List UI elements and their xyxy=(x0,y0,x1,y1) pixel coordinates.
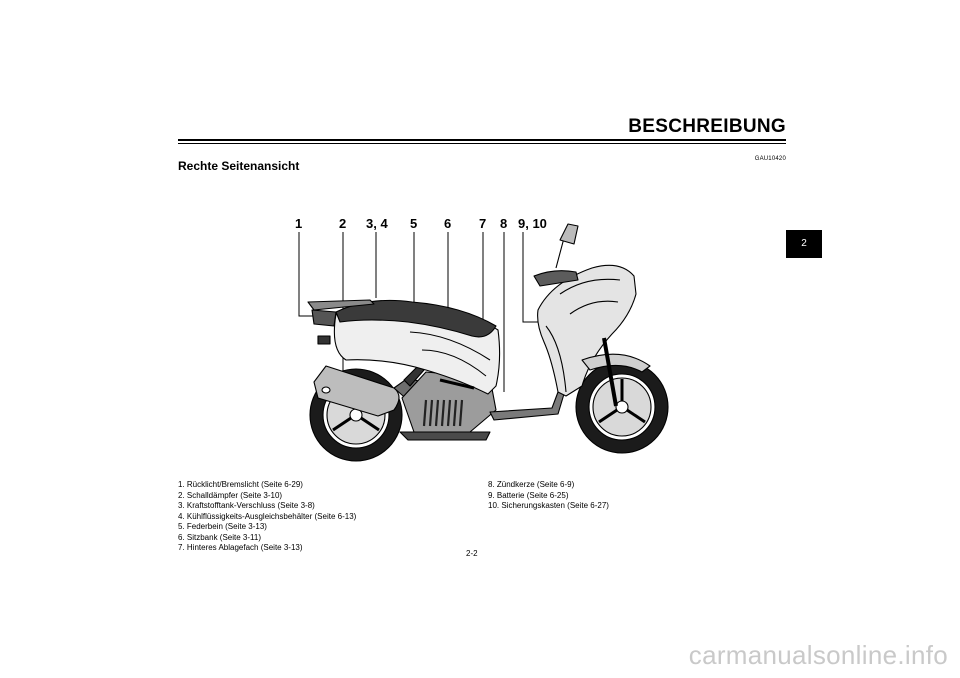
legend-left-column: 1. Rücklicht/Bremslicht (Seite 6-29) 2. … xyxy=(178,480,356,554)
callout-5: 5 xyxy=(410,216,417,231)
page-number: 2-2 xyxy=(466,549,478,558)
header-rule-thin xyxy=(178,143,786,144)
mirror-stem xyxy=(555,237,565,269)
rear-shock xyxy=(403,365,425,387)
callout-6: 6 xyxy=(444,216,451,231)
section-title: Rechte Seitenansicht xyxy=(178,159,300,173)
callout-3-4: 3, 4 xyxy=(366,216,388,231)
chapter-tab: 2 xyxy=(786,230,822,258)
document-code: GAU10420 xyxy=(754,156,786,162)
callout-8: 8 xyxy=(500,216,507,231)
mirror xyxy=(559,223,579,245)
floorboard xyxy=(489,391,565,421)
scooter-illustration xyxy=(307,223,669,462)
callout-1: 1 xyxy=(295,216,302,231)
legend-item: 7. Hinteres Ablagefach (Seite 3-13) xyxy=(178,543,303,552)
leader-lines xyxy=(298,232,538,392)
legend-item: 3. Kraftstofftank-Verschluss (Seite 3-8) xyxy=(178,501,315,510)
legend-right-column: 8. Zündkerze (Seite 6-9) 9. Batterie (Se… xyxy=(488,480,609,512)
watermark: carmanualsonline.info xyxy=(688,640,948,670)
legend-item: 5. Federbein (Seite 3-13) xyxy=(178,522,267,531)
callout-7: 7 xyxy=(479,216,486,231)
header-rule xyxy=(178,139,786,141)
seat xyxy=(335,299,497,338)
chapter-title: BESCHREIBUNG xyxy=(628,116,786,137)
legend-item: 8. Zündkerze (Seite 6-9) xyxy=(488,480,575,489)
handlebar xyxy=(533,270,579,287)
chapter-tab-label: 2 xyxy=(801,238,807,249)
legend-item: 2. Schalldämpfer (Seite 3-10) xyxy=(178,490,283,500)
callout-9-10: 9, 10 xyxy=(518,216,547,231)
legend-item: 1. Rücklicht/Bremslicht (Seite 6-29) xyxy=(178,480,303,489)
legend-item: 6. Sitzbank (Seite 3-11) xyxy=(178,532,262,542)
tail-light xyxy=(311,309,337,327)
legend-item: 4. Kühlflüssigkeits-Ausgleichsbehälter (… xyxy=(178,511,357,521)
rear-rack xyxy=(307,299,375,311)
callout-2: 2 xyxy=(339,216,346,231)
scooter-right-side-diagram: 1 2 3, 4 5 6 7 8 9, 10 xyxy=(295,216,669,462)
legend-item: 9. Batterie (Seite 6-25) xyxy=(488,490,569,500)
legend-item: 10. Sicherungskasten (Seite 6-27) xyxy=(488,501,609,510)
